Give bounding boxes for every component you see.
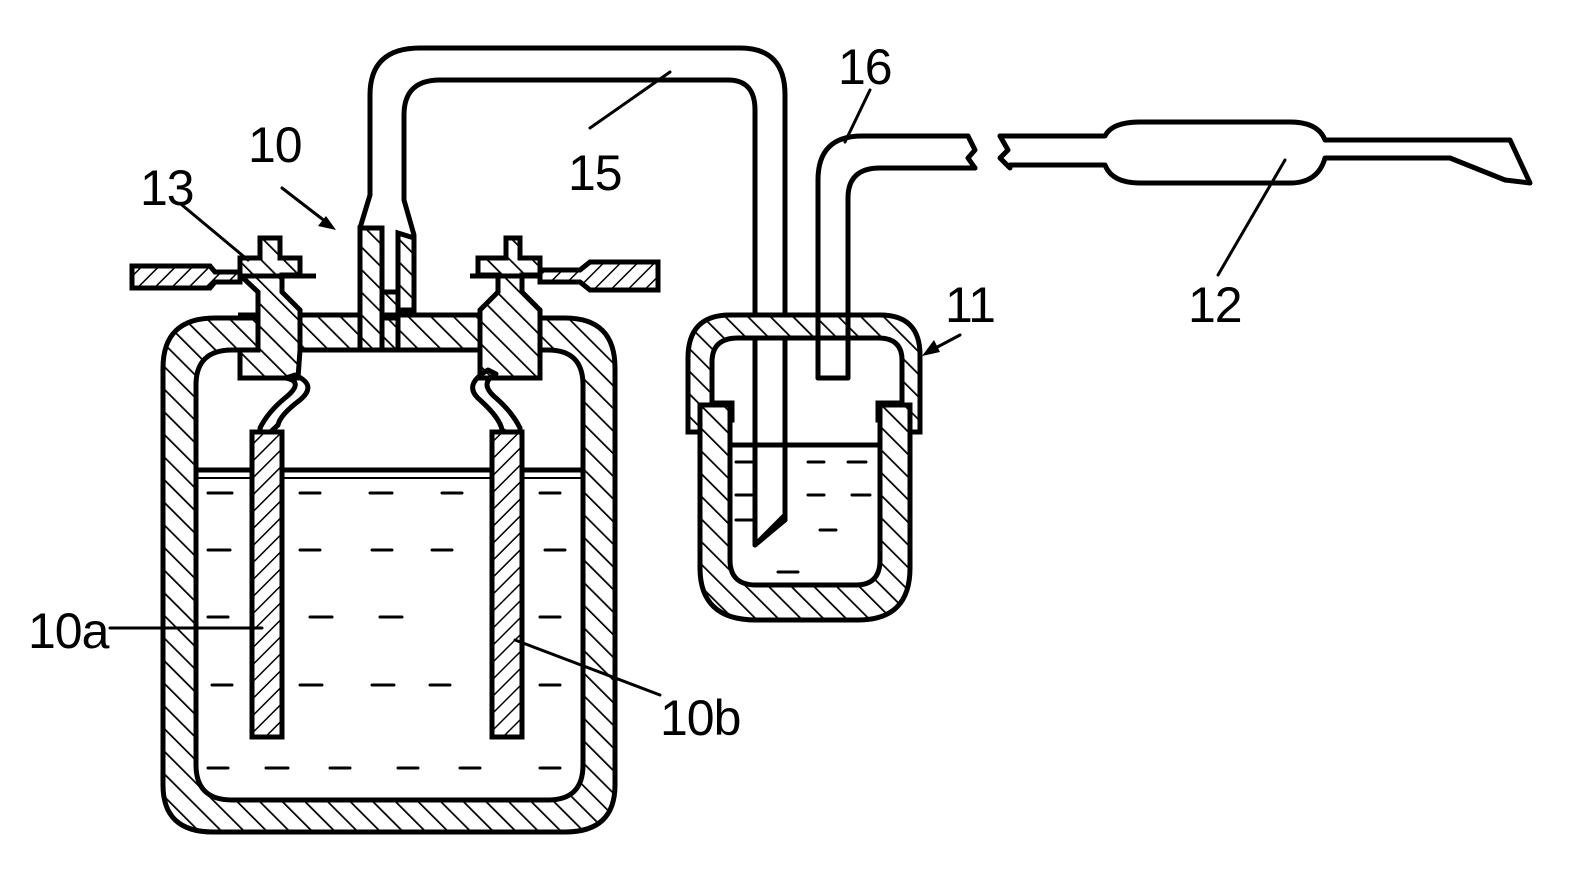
right-terminal	[475, 235, 543, 381]
arrowhead-11	[922, 340, 940, 356]
bubbler-cup	[697, 402, 913, 623]
bubbler-liquid	[734, 460, 872, 574]
label-11: 11	[945, 277, 995, 333]
outlet-tube	[357, 45, 788, 548]
label-16: 16	[838, 39, 892, 95]
electrode-10a	[249, 429, 285, 740]
label-15: 15	[568, 145, 622, 201]
main-tank-wall	[160, 315, 618, 835]
main-outlet-neck	[357, 225, 385, 353]
bubbler	[685, 312, 923, 623]
bubbler-cap	[685, 312, 923, 435]
label-10a: 10a	[28, 603, 110, 659]
outlet-tube-tip	[752, 377, 788, 548]
right-wire	[537, 259, 661, 293]
leaders	[108, 70, 1287, 697]
label-10b: 10b	[660, 690, 740, 746]
label-12: 12	[1188, 277, 1242, 333]
delivery-tube	[815, 119, 1533, 381]
left-wire	[129, 263, 243, 291]
arrowhead-10	[318, 216, 336, 230]
main-liquid	[206, 491, 567, 770]
label-10: 10	[248, 117, 302, 173]
main-outlet-neck-r	[395, 229, 417, 313]
main-tank	[129, 225, 661, 835]
electrode-10b	[489, 429, 525, 740]
label-13: 13	[140, 160, 194, 216]
